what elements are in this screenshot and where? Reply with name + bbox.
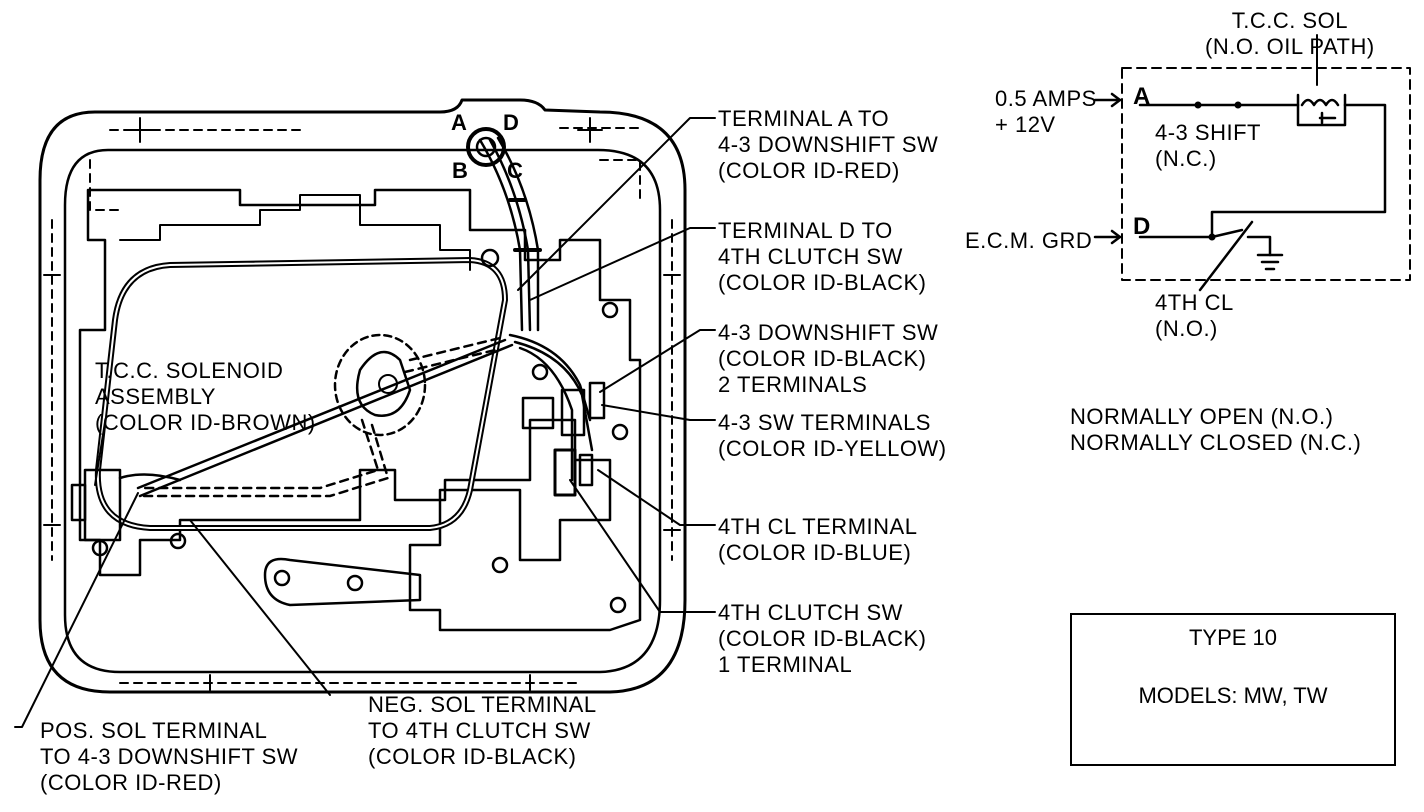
schematic-terminal-a: A [1133, 83, 1151, 110]
callout-pos-terminal: POS. SOL TERMINAL TO 4-3 DOWNSHIFT SW (C… [40, 718, 298, 796]
callout-line: (COLOR ID-BLUE) [718, 540, 912, 565]
schematic-line: (N.C.) [1155, 146, 1217, 171]
callout-line: T.C.C. SOLENOID [95, 358, 284, 383]
callout-switch-terminals: 4-3 SW TERMINALS (COLOR ID-YELLOW) [718, 410, 947, 462]
callout-line: (COLOR ID-BLACK) [718, 270, 927, 295]
callout-line: 4-3 SW TERMINALS [718, 410, 931, 435]
schematic-shift-switch: 4-3 SHIFT (N.C.) [1155, 120, 1261, 172]
schematic-supply: 0.5 AMPS + 12V [995, 86, 1097, 138]
type-box: TYPE 10 MODELS: MW, TW [1070, 613, 1396, 766]
schematic-line: (N.O. OIL PATH) [1205, 34, 1375, 59]
callout-line: 4-3 DOWNSHIFT SW [718, 132, 939, 157]
callout-line: ASSEMBLY [95, 384, 216, 409]
connector-letter-b: B [452, 158, 468, 183]
callout-solenoid-assembly: T.C.C. SOLENOID ASSEMBLY (COLOR ID-BROWN… [95, 358, 316, 436]
callout-terminal-a: TERMINAL A TO 4-3 DOWNSHIFT SW (COLOR ID… [718, 106, 938, 184]
schematic-box [1121, 67, 1411, 281]
callout-line: TO 4-3 DOWNSHIFT SW [40, 744, 299, 769]
callout-line: (COLOR ID-BLACK) [718, 626, 927, 651]
callout-line: NEG. SOL TERMINAL [368, 692, 597, 717]
callout-line: POS. SOL TERMINAL [40, 718, 268, 743]
callout-line: 2 TERMINALS [718, 372, 868, 397]
callout-line: (COLOR ID-BLACK) [368, 744, 577, 769]
schematic-ecm-ground: E.C.M. GRD [965, 228, 1093, 253]
schematic-line: 0.5 AMPS [995, 86, 1097, 111]
callout-cl-terminal: 4TH CL TERMINAL (COLOR ID-BLUE) [718, 514, 917, 566]
callout-neg-terminal: NEG. SOL TERMINAL TO 4TH CLUTCH SW (COLO… [368, 692, 597, 770]
callout-line: 4TH CL TERMINAL [718, 514, 918, 539]
schematic-fourth-clutch: 4TH CL (N.O.) [1155, 290, 1234, 342]
legend-line: NORMALLY OPEN (N.O.) [1070, 404, 1334, 429]
callout-line: TERMINAL A TO [718, 106, 890, 131]
legend-line: NORMALLY CLOSED (N.C.) [1070, 430, 1362, 455]
schematic-line: (N.O.) [1155, 316, 1218, 341]
pan-inner-wall [63, 148, 662, 674]
callout-line: TO 4TH CLUTCH SW [368, 718, 591, 743]
connector-letter-c: C [507, 158, 523, 183]
schematic-line: + 12V [995, 112, 1056, 137]
callout-line: (COLOR ID-BROWN) [95, 410, 316, 435]
schematic-line: 4TH CL [1155, 290, 1234, 315]
schematic-solenoid-title: T.C.C. SOL (N.O. OIL PATH) [1205, 8, 1375, 60]
callout-line: (COLOR ID-RED) [40, 770, 222, 795]
type-label: TYPE 10 [1188, 625, 1278, 650]
callout-line: 4TH CLUTCH SW [718, 600, 903, 625]
callout-line: 4TH CLUTCH SW [718, 244, 903, 269]
callout-line: 1 TERMINAL [718, 652, 853, 677]
callout-downshift-switch: 4-3 DOWNSHIFT SW (COLOR ID-BLACK) 2 TERM… [718, 320, 938, 398]
connector-letter-a: A [451, 110, 467, 135]
connector-letter-d: D [503, 110, 519, 135]
schematic-terminal-d: D [1133, 213, 1151, 240]
callout-line: (COLOR ID-RED) [718, 158, 900, 183]
pan-outer-flange [38, 98, 687, 694]
models-label: MODELS: MW, TW [1138, 683, 1328, 708]
callout-line: TERMINAL D TO [718, 218, 893, 243]
callout-line: 4-3 DOWNSHIFT SW [718, 320, 939, 345]
callout-line: (COLOR ID-BLACK) [718, 346, 927, 371]
schematic-line: 4-3 SHIFT [1155, 120, 1261, 145]
callout-terminal-d: TERMINAL D TO 4TH CLUTCH SW (COLOR ID-BL… [718, 218, 926, 296]
callout-clutch-switch: 4TH CLUTCH SW (COLOR ID-BLACK) 1 TERMINA… [718, 600, 926, 678]
schematic-line: T.C.C. SOL [1231, 8, 1348, 33]
callout-line: (COLOR ID-YELLOW) [718, 436, 947, 461]
switch-legend: NORMALLY OPEN (N.O.) NORMALLY CLOSED (N.… [1070, 404, 1361, 456]
